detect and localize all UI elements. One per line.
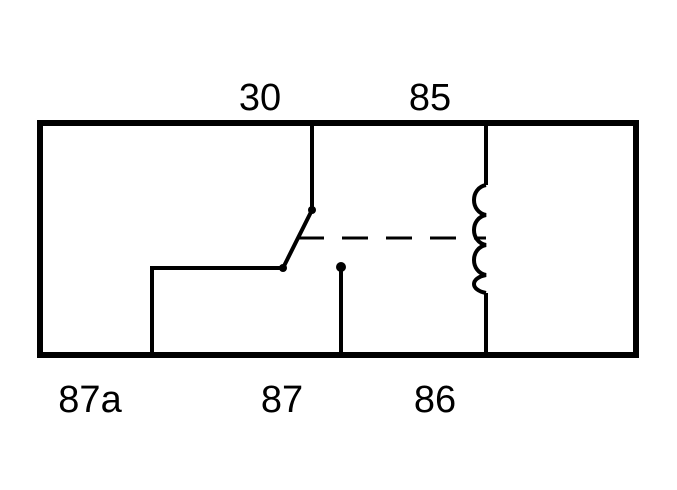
pin-87a-label: 87a	[58, 379, 122, 421]
pin-87-label: 87	[261, 379, 303, 421]
pin-30-label: 30	[239, 77, 281, 119]
pin-85-label: 85	[409, 77, 451, 119]
pin-87a-wire	[150, 266, 283, 355]
relay-coil	[472, 183, 487, 295]
switch-arm	[281, 209, 314, 269]
relay-housing	[37, 120, 639, 358]
pin-86-label: 86	[414, 379, 456, 421]
